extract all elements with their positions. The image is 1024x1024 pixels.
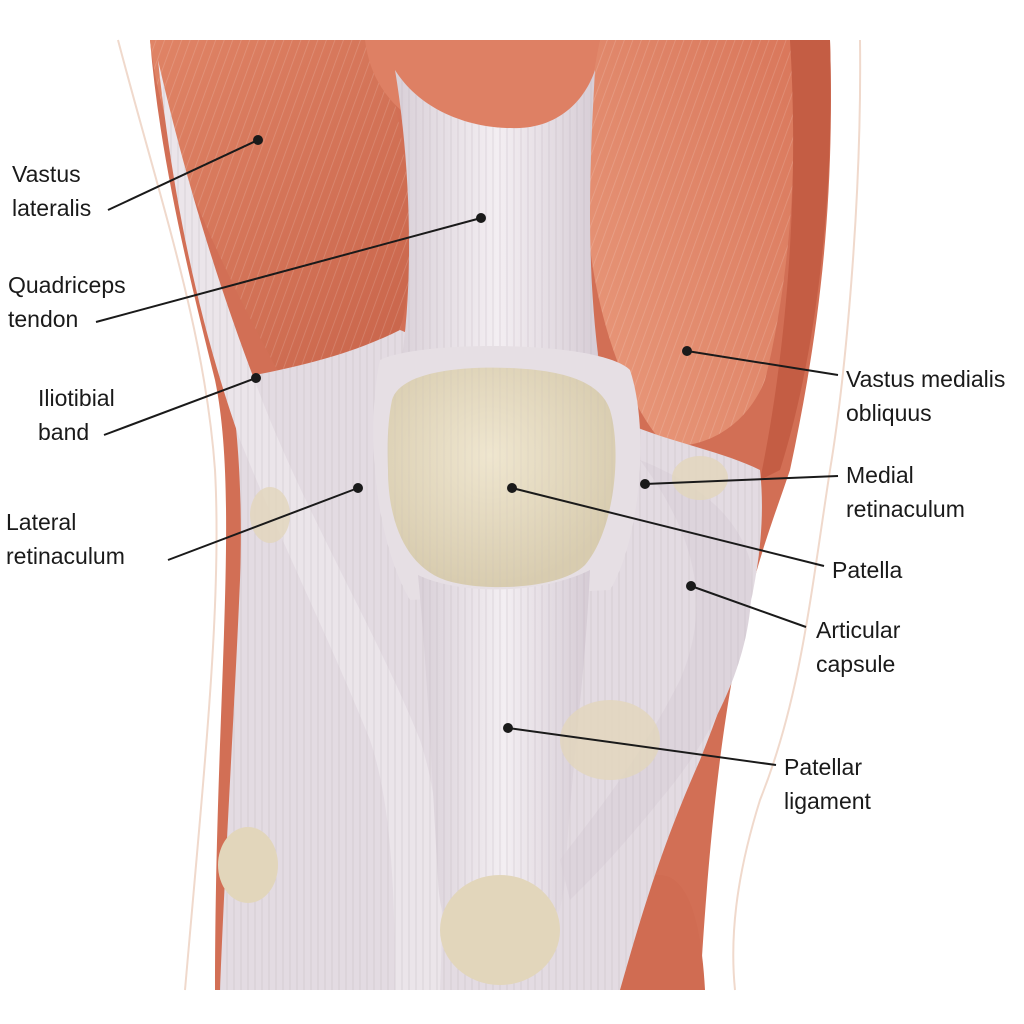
label-line: ligament (784, 788, 871, 814)
leader-quadriceps-tendon (95, 217, 482, 323)
label-line: Patellar (784, 754, 862, 780)
label-medial-retinaculum: Medial retinaculum (846, 458, 965, 526)
leader-iliotibial-band (103, 377, 257, 436)
label-line: Articular (816, 617, 901, 643)
medial-muscle-edge (760, 40, 831, 480)
label-line: Vastus medialis (846, 366, 1006, 392)
leader-patellar-ligament (507, 727, 777, 766)
label-articular-capsule: Articular capsule (816, 613, 900, 681)
label-iliotibial-band: Iliotibial band (38, 381, 115, 449)
label-line: capsule (816, 651, 896, 677)
label-vastus-lateralis: Vastus lateralis (12, 157, 91, 225)
lateral-condyle (250, 487, 290, 543)
label-line: lateralis (12, 195, 92, 221)
label-line: Vastus (12, 161, 81, 187)
label-quadriceps-tendon: Quadriceps tendon (8, 268, 126, 336)
leader-vastus-medialis (686, 350, 839, 376)
skin-outline-left (117, 39, 218, 991)
label-line: Lateral (6, 509, 77, 535)
label-vastus-medialis-obliquus: Vastus medialis obliquus (846, 362, 1005, 430)
leader-medial-retinaculum (644, 475, 839, 485)
label-lateral-retinaculum: Lateral retinaculum (6, 505, 125, 573)
leader-patella (511, 487, 825, 567)
label-line: Quadriceps (8, 272, 126, 298)
label-patellar-ligament: Patellar ligament (784, 750, 871, 818)
label-line: retinaculum (6, 543, 125, 569)
label-line: obliquus (846, 400, 932, 426)
label-line: band (38, 419, 90, 445)
label-patella: Patella (832, 553, 902, 587)
medial-condyle (560, 700, 660, 780)
label-line: Medial (846, 462, 914, 488)
leader-lateral-retinaculum (167, 487, 359, 561)
leader-articular-capsule (690, 585, 807, 628)
skin-outline-right (732, 39, 862, 991)
tibial-tuberosity (440, 875, 560, 985)
label-line: retinaculum (846, 496, 965, 522)
label-line: Iliotibial (38, 385, 115, 411)
fibular-head (218, 827, 278, 903)
leader-vastus-lateralis (107, 139, 259, 211)
leader-lines (95, 135, 839, 766)
medial-femoral-condyle (672, 456, 728, 500)
label-line: tendon (8, 306, 79, 332)
label-line: Patella (832, 557, 903, 583)
